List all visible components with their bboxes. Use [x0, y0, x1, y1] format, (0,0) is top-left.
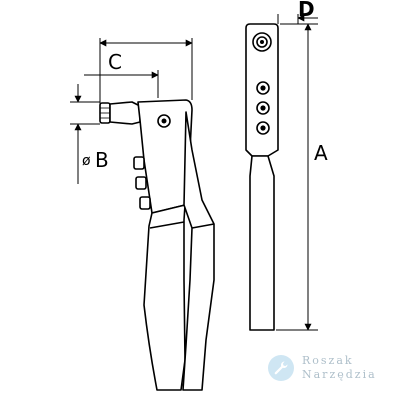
- diameter-symbol: ø: [82, 153, 91, 169]
- watermark-logo: Roszak Narzędzia: [268, 354, 377, 382]
- riveter-side-view: [99, 99, 215, 391]
- front-view-spare-nozzles: [256, 81, 270, 135]
- dimension-label-c: C: [108, 50, 122, 74]
- watermark-text: Roszak Narzędzia: [302, 354, 377, 382]
- nozzle: [99, 101, 141, 125]
- front-handle: [182, 111, 215, 391]
- rear-handle: [143, 204, 186, 391]
- watermark-line-1: Roszak: [302, 354, 354, 367]
- front-view-handle: [249, 155, 275, 331]
- riveter-front-view: [245, 23, 279, 331]
- dimension-lines: [70, 14, 318, 331]
- wrench-icon: [268, 355, 294, 381]
- dimension-label-b: B: [95, 148, 109, 172]
- spare-nozzles: [133, 156, 151, 210]
- watermark-line-2: Narzędzia: [302, 368, 377, 381]
- dimension-label-a: A: [314, 141, 328, 165]
- dimension-label-d: D: [298, 0, 315, 21]
